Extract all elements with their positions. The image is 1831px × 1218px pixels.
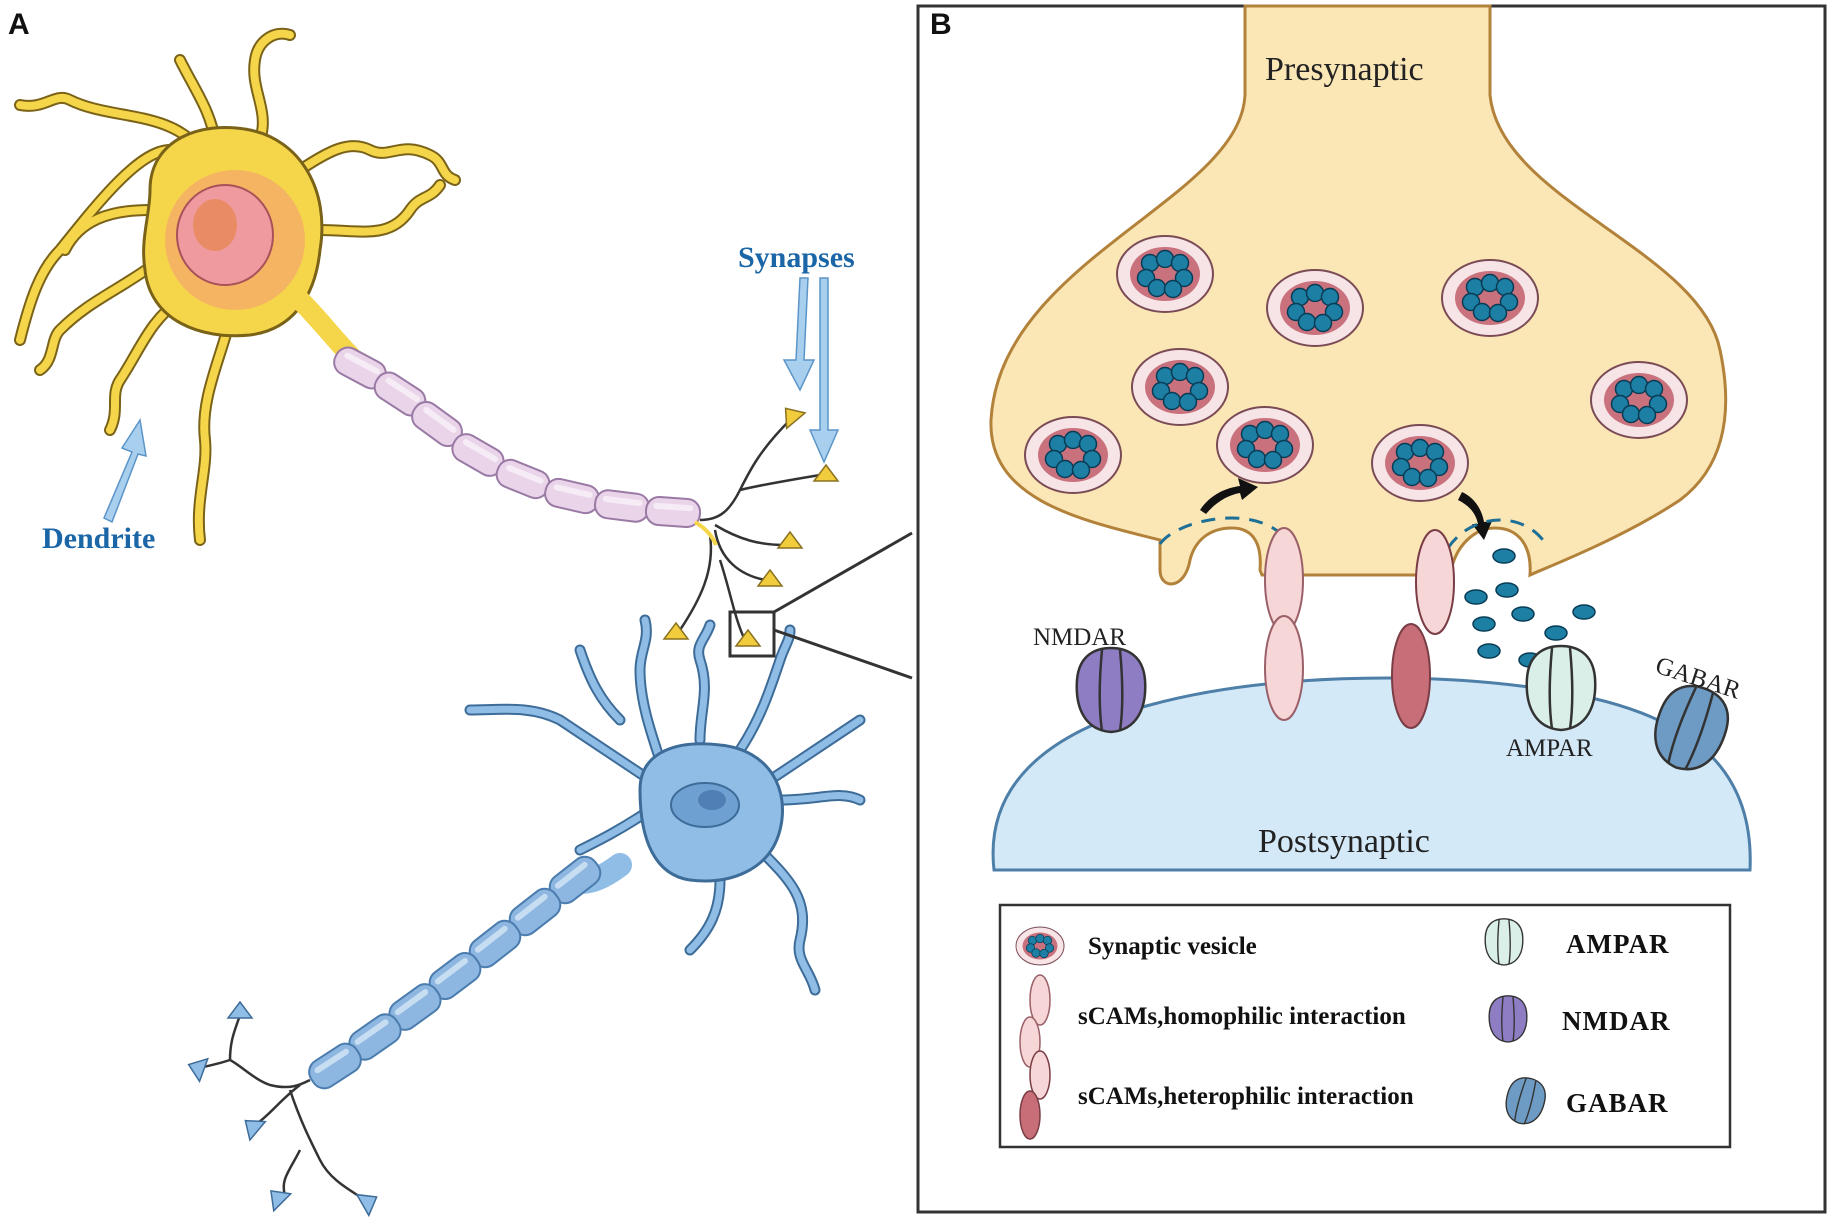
postsynaptic-axon bbox=[303, 850, 607, 1095]
nmdar-label: NMDAR bbox=[1033, 624, 1126, 651]
legend-gabar: GABAR bbox=[1566, 1088, 1669, 1118]
scams-heterophilic bbox=[1391, 529, 1455, 729]
presynaptic-label: Presynaptic bbox=[1265, 51, 1424, 88]
ampar-icon bbox=[1484, 918, 1524, 966]
scams-homophilic bbox=[1264, 527, 1304, 721]
legend-ampar: AMPAR bbox=[1566, 929, 1669, 959]
presynaptic-neuron bbox=[14, 27, 461, 546]
legend-vesicle: Synaptic vesicle bbox=[1088, 933, 1257, 960]
dendrite-arrow bbox=[103, 417, 147, 524]
nmdar-receptor bbox=[1075, 646, 1147, 734]
synaptic-vesicle-icon bbox=[1015, 926, 1065, 966]
presynaptic-axon bbox=[328, 341, 702, 529]
synapse-arrows bbox=[782, 277, 840, 464]
postsynaptic-label: Postsynaptic bbox=[1258, 823, 1430, 860]
dendrite-label: Dendrite bbox=[42, 522, 155, 555]
synapses-label: Synapses bbox=[738, 241, 855, 274]
legend-box bbox=[998, 903, 1732, 1149]
panel-label-a: A bbox=[8, 8, 30, 41]
legend-nmdar: NMDAR bbox=[1562, 1006, 1670, 1036]
neurotransmitters bbox=[1464, 548, 1596, 668]
panel-label-b: B bbox=[930, 8, 952, 41]
zoom-box bbox=[728, 610, 776, 658]
legend-heterophilic: sCAMs,heterophilic interaction bbox=[1078, 1083, 1414, 1110]
scam-light-icon bbox=[1019, 974, 1051, 1068]
nmdar-icon bbox=[1488, 995, 1528, 1043]
ampar-label: AMPAR bbox=[1506, 735, 1593, 762]
legend-homophilic: sCAMs,homophilic interaction bbox=[1078, 1003, 1406, 1030]
postsynaptic-neuron bbox=[464, 614, 866, 996]
scam-dark-icon bbox=[1019, 1050, 1051, 1140]
arrow-icon bbox=[1200, 478, 1492, 540]
ampar-receptor bbox=[1525, 644, 1597, 732]
axon-terminals bbox=[678, 419, 821, 641]
